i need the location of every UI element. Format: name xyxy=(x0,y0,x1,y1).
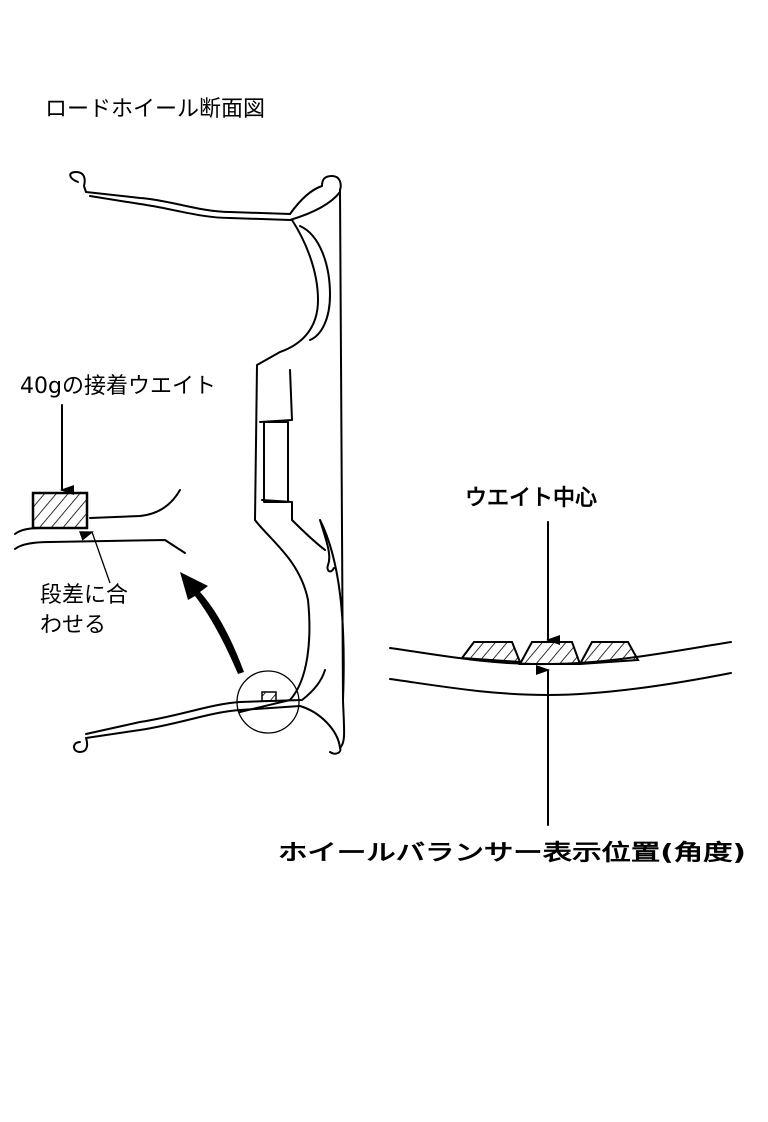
weight-segment xyxy=(578,641,640,666)
weight-small xyxy=(261,691,277,702)
weight-detail-inset: 40gの接着ウエイト 段差に合 わせる xyxy=(14,374,216,638)
wheel-cross-section xyxy=(69,171,346,755)
adhesive-weight xyxy=(31,491,89,530)
step-label-line2: わせる xyxy=(40,613,106,638)
weight-segment xyxy=(460,641,522,664)
magnify-arrow-icon xyxy=(180,572,244,674)
weight-segment xyxy=(518,641,582,665)
weight-label: 40gの接着ウエイト xyxy=(20,374,216,399)
diagram-title: ロードホイール断面図 xyxy=(45,97,265,122)
weight-center-detail: ウエイト中心 ホイールバランサー表示位置(角度) xyxy=(278,486,746,866)
detail-circle xyxy=(236,670,300,734)
balancer-position-label: ホイールバランサー表示位置(角度) xyxy=(278,840,746,866)
step-label-line1: 段差に合 xyxy=(40,583,128,608)
weight-center-label: ウエイト中心 xyxy=(465,486,597,511)
